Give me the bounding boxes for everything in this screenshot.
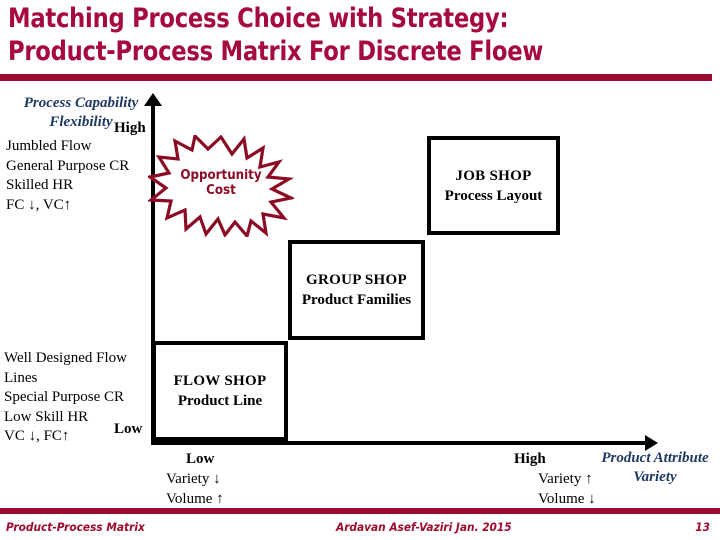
x-axis-title: Product Attribute Variety [592, 449, 718, 487]
bottom-left-line-1: Well Designed Flow [4, 350, 127, 366]
matrix-box-group-shop[interactable]: GROUP SHOP Product Families [288, 240, 425, 340]
bottom-left-line-5: VC ↓, FC↑ [4, 428, 70, 444]
bottom-left-line-4: Low Skill HR [4, 408, 89, 425]
top-left-line-4: FC ↓, VC↑ [6, 196, 72, 213]
y-axis-line [151, 103, 155, 445]
group-shop-title: GROUP SHOP [306, 272, 407, 288]
top-left-line-1: Jumbled Flow [6, 138, 92, 154]
x-axis-title-line-2: Variety [633, 469, 677, 485]
x-axis-low-label: Low [186, 451, 215, 467]
top-left-capability-list: Jumbled Flow General Purpose CR Skilled … [6, 137, 129, 215]
flow-shop-subtitle: Product Line [177, 393, 263, 409]
group-shop-subtitle: Product Families [301, 292, 412, 308]
matrix-box-flow-shop[interactable]: FLOW SHOP Product Line [152, 341, 288, 441]
flow-shop-title: FLOW SHOP [173, 373, 267, 389]
footer-page-number: 13 [695, 520, 711, 534]
x-axis-high-label: High [514, 451, 546, 467]
footer-divider-rule [0, 508, 720, 514]
bottom-left-line-3: Special Purpose CR [4, 389, 124, 405]
title-line-2: Product-Process Matrix For Discrete Floe… [8, 36, 544, 67]
opportunity-cost-callout[interactable]: Opportunity Cost [148, 135, 294, 237]
job-shop-subtitle: Process Layout [444, 187, 543, 204]
job-shop-title: JOB SHOP [455, 167, 532, 184]
footer-title: Product-Process Matrix [6, 520, 145, 534]
title-line-1: Matching Process Choice with Strategy: [8, 3, 509, 34]
x-axis-line [151, 441, 648, 445]
x-axis-low-volume: Volume ↑ [166, 491, 224, 507]
x-axis-title-line-1: Product Attribute [601, 450, 709, 466]
y-axis-high-label: High [114, 120, 146, 136]
matrix-box-job-shop[interactable]: JOB SHOP Process Layout [427, 136, 560, 235]
top-left-line-3: Skilled HR [6, 177, 74, 193]
x-axis-high-variety: Variety ↑ [538, 471, 593, 487]
title-divider-rule [0, 74, 712, 81]
x-axis-high-volume: Volume ↓ [538, 491, 596, 507]
y-axis-title: Process Capability Flexibility [14, 94, 148, 132]
bottom-left-capability-list: Well Designed Flow Lines Special Purpose… [4, 349, 127, 447]
y-axis-title-line-2: Flexibility [49, 114, 113, 130]
x-axis-low-variety: Variety ↓ [166, 471, 221, 487]
y-axis-title-line-1: Process Capability [23, 95, 139, 111]
page-title: Matching Process Choice with Strategy: P… [8, 2, 714, 68]
x-axis-arrowhead-icon [645, 435, 658, 451]
bottom-left-line-2: Lines [4, 369, 38, 386]
x-axis-high-value-stack: Variety ↑ Volume ↓ [538, 469, 596, 509]
starburst-icon [148, 135, 294, 237]
x-axis-low-value-stack: Variety ↓ Volume ↑ [166, 469, 224, 509]
top-left-line-2: General Purpose CR [6, 157, 130, 174]
y-axis-low-label: Low [114, 421, 143, 437]
footer-author: Ardavan Asef-Vaziri Jan. 2015 [336, 520, 512, 534]
y-axis-arrowhead-icon [144, 93, 162, 106]
